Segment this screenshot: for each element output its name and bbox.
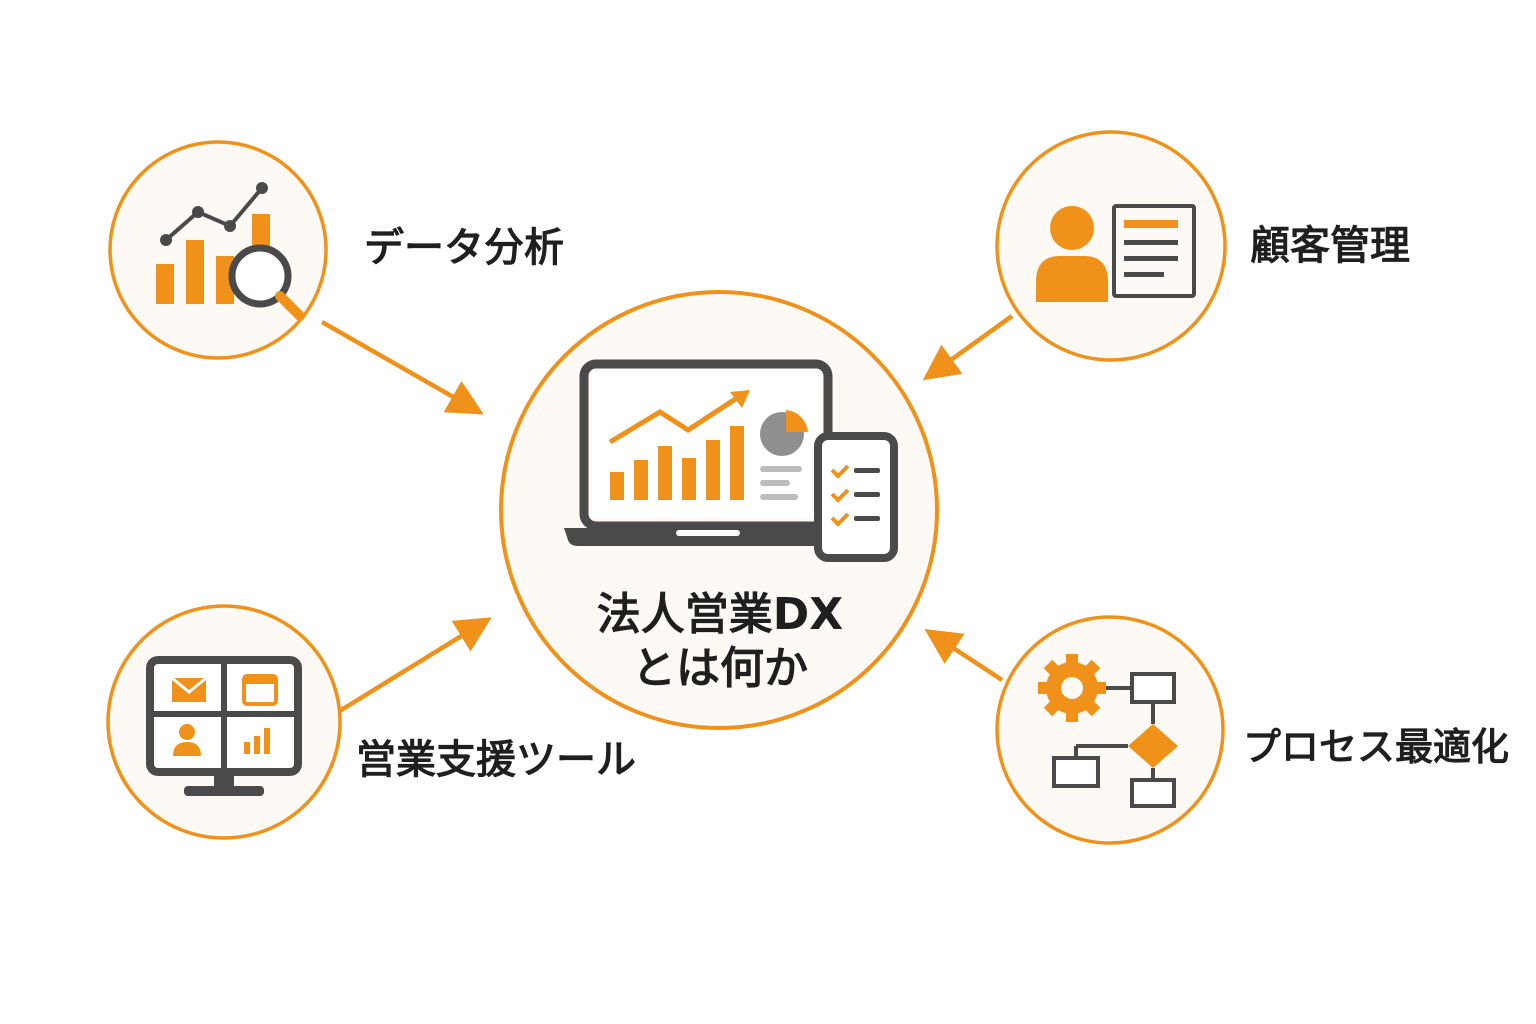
user-icon <box>179 724 195 740</box>
mini-bar-chart-icon <box>244 728 270 754</box>
gear-flowchart-icon <box>1038 654 1178 808</box>
center-title-line2: とは何か <box>632 642 808 694</box>
arrow-process-to-center <box>924 629 1004 682</box>
person-profile-icon <box>1036 204 1196 302</box>
arrow-tools-to-center <box>336 617 492 714</box>
label-data-analysis: データ分析 <box>364 225 564 271</box>
data-analysis-node <box>108 140 328 360</box>
monitor-apps-icon <box>146 656 302 796</box>
customer-management-node <box>995 130 1227 362</box>
chart-magnifier-icon <box>156 182 305 321</box>
connector-arrows <box>320 314 1014 714</box>
label-sales-tools: 営業支援ツール <box>356 737 636 783</box>
label-customer-management: 顧客管理 <box>1250 223 1410 269</box>
process-optimization-node <box>995 615 1225 845</box>
phone-checklist-icon <box>814 432 898 562</box>
center-node <box>499 290 939 730</box>
laptop-dashboard-icon <box>564 359 852 546</box>
center-title-line1: 法人営業DX <box>596 589 844 640</box>
arrow-data-to-center <box>320 320 484 415</box>
gear-icon <box>1038 654 1106 722</box>
label-process-optimization: プロセス最適化 <box>1243 725 1510 769</box>
center-title: 法人営業DX とは何か <box>520 588 920 695</box>
sales-tools-node <box>106 604 342 840</box>
arrow-customer-to-center <box>922 314 1014 381</box>
